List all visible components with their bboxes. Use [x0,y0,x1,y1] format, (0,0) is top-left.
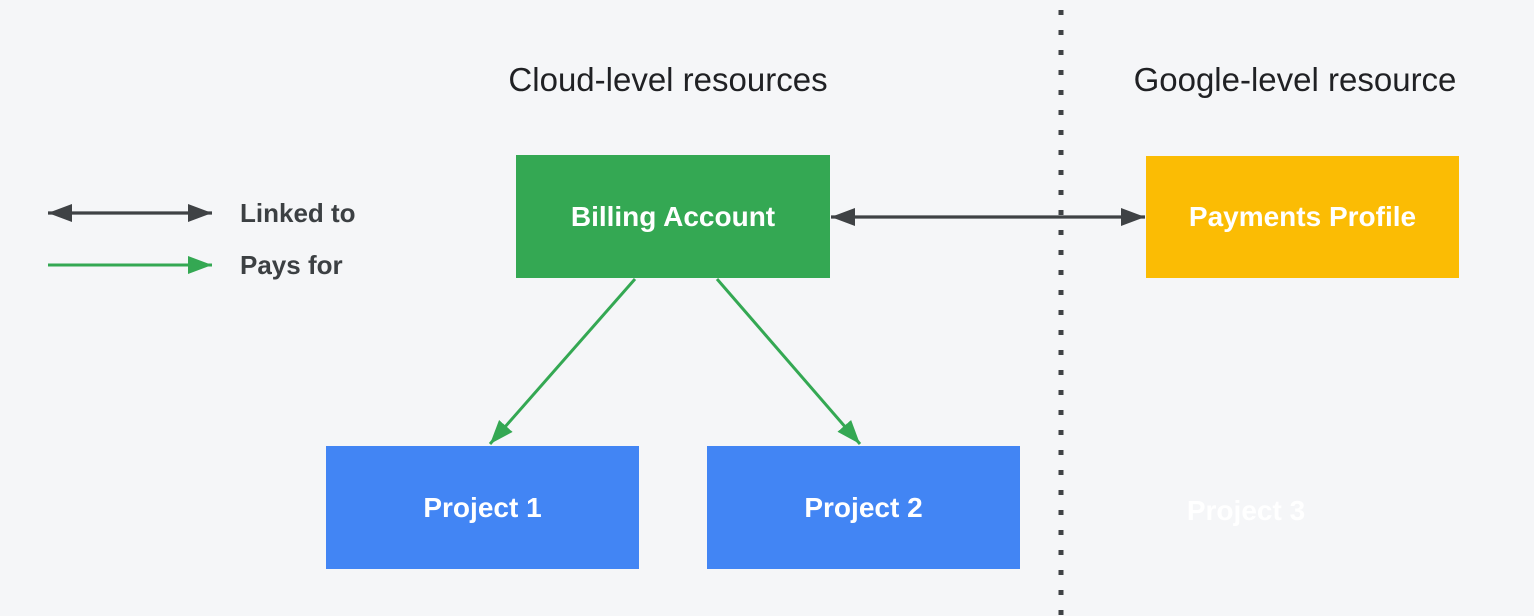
node-payments-profile: Payments Profile [1146,156,1459,278]
heading-cloud-level: Cloud-level resources [508,61,828,98]
node-project-2-label: Project 2 [804,491,923,523]
legend-linked-to-label: Linked to [240,198,356,228]
node-project-3-ghost-label: Project 3 [1186,495,1306,526]
heading-google-level: Google-level resource [1133,61,1457,98]
node-project-1-label: Project 1 [423,491,542,523]
pays-for-arrow-project-1 [488,278,637,445]
node-project-2: Project 2 [707,446,1020,569]
node-project-1: Project 1 [326,446,639,569]
legend-pays-for-label: Pays for [240,250,343,280]
pays-for-arrow-project-2 [715,278,862,445]
node-billing-account: Billing Account [516,155,830,278]
node-billing-account-label: Billing Account [570,200,776,232]
node-payments-profile-label: Payments Profile [1188,201,1417,232]
